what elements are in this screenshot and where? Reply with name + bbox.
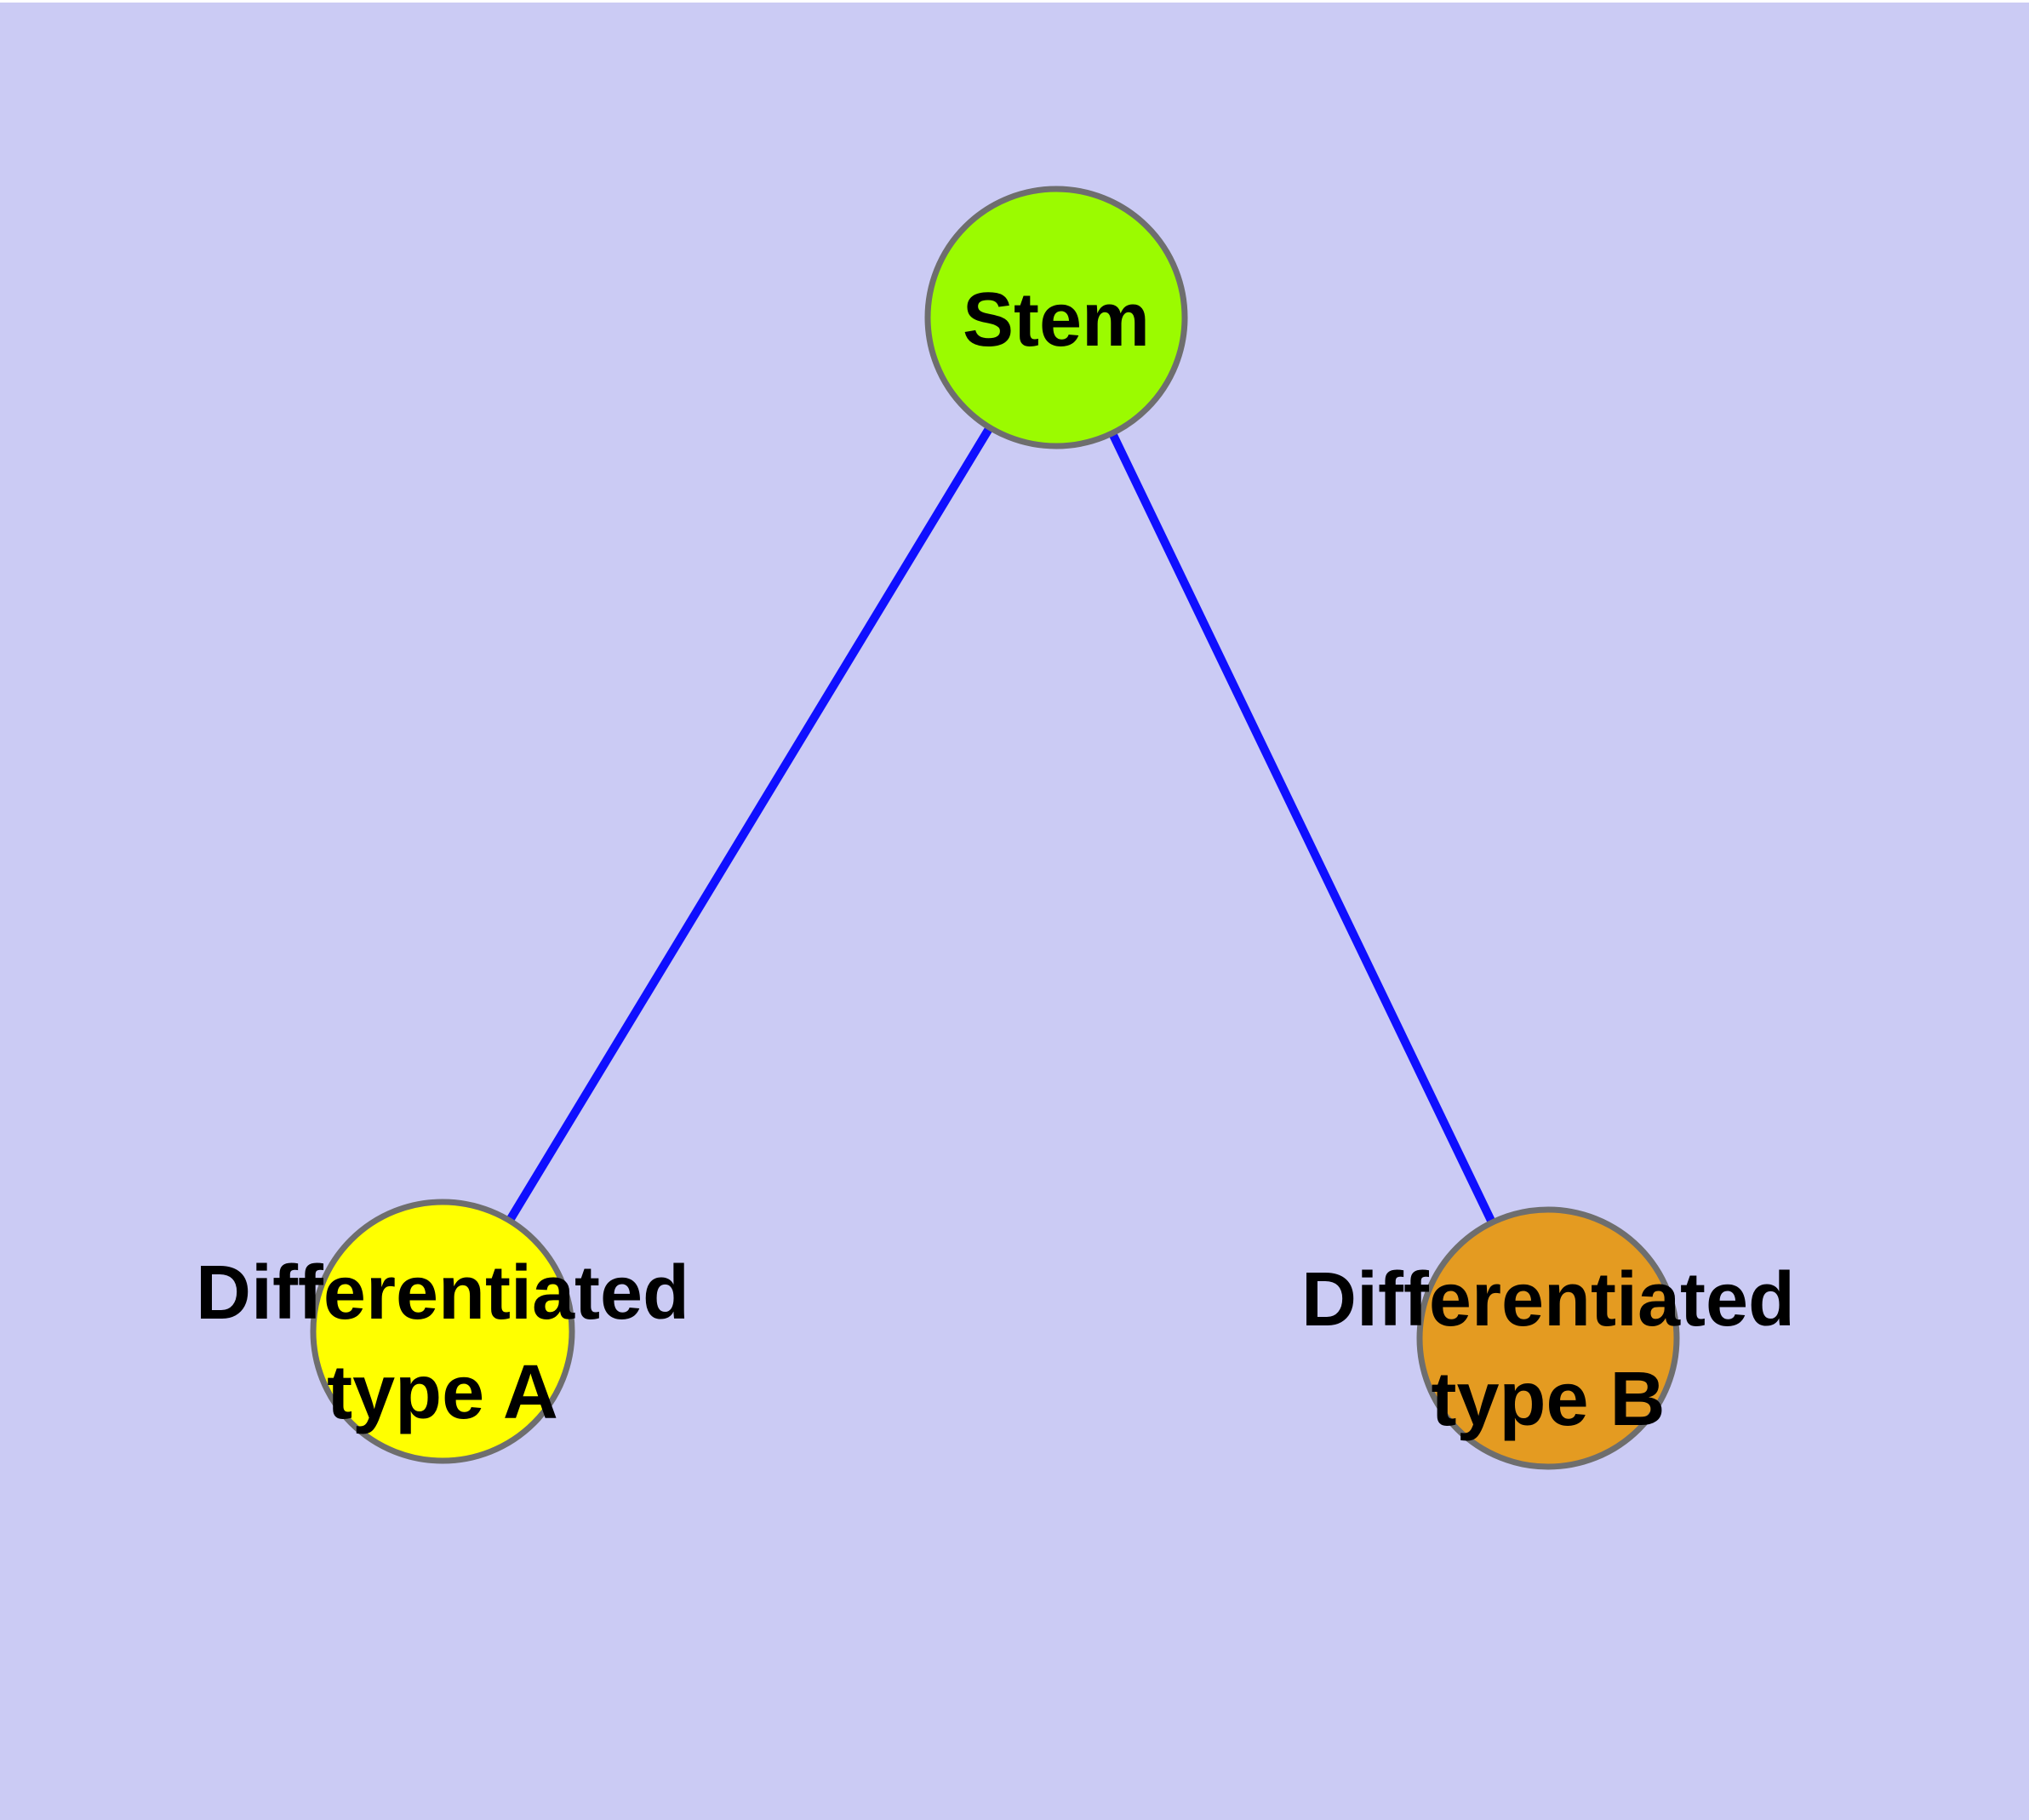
- type-b-node-label-line-1: Differentiated: [1301, 1257, 1795, 1342]
- type-a-node-circle: [310, 1199, 575, 1464]
- type-a-node-label-line-2: type A: [327, 1350, 558, 1435]
- stem-node-circle: [924, 186, 1188, 449]
- type-b-node-circle: [1416, 1206, 1680, 1470]
- edge-stem-to-type-a: [505, 425, 994, 1224]
- top-margin-strip: [0, 0, 2029, 3]
- edge-stem-to-type-b: [1108, 431, 1496, 1225]
- type-b-node-label-line-2: type B: [1431, 1357, 1665, 1442]
- stem-node-label: Stem: [963, 278, 1150, 363]
- type-a-node-label-line-1: Differentiated: [196, 1251, 689, 1336]
